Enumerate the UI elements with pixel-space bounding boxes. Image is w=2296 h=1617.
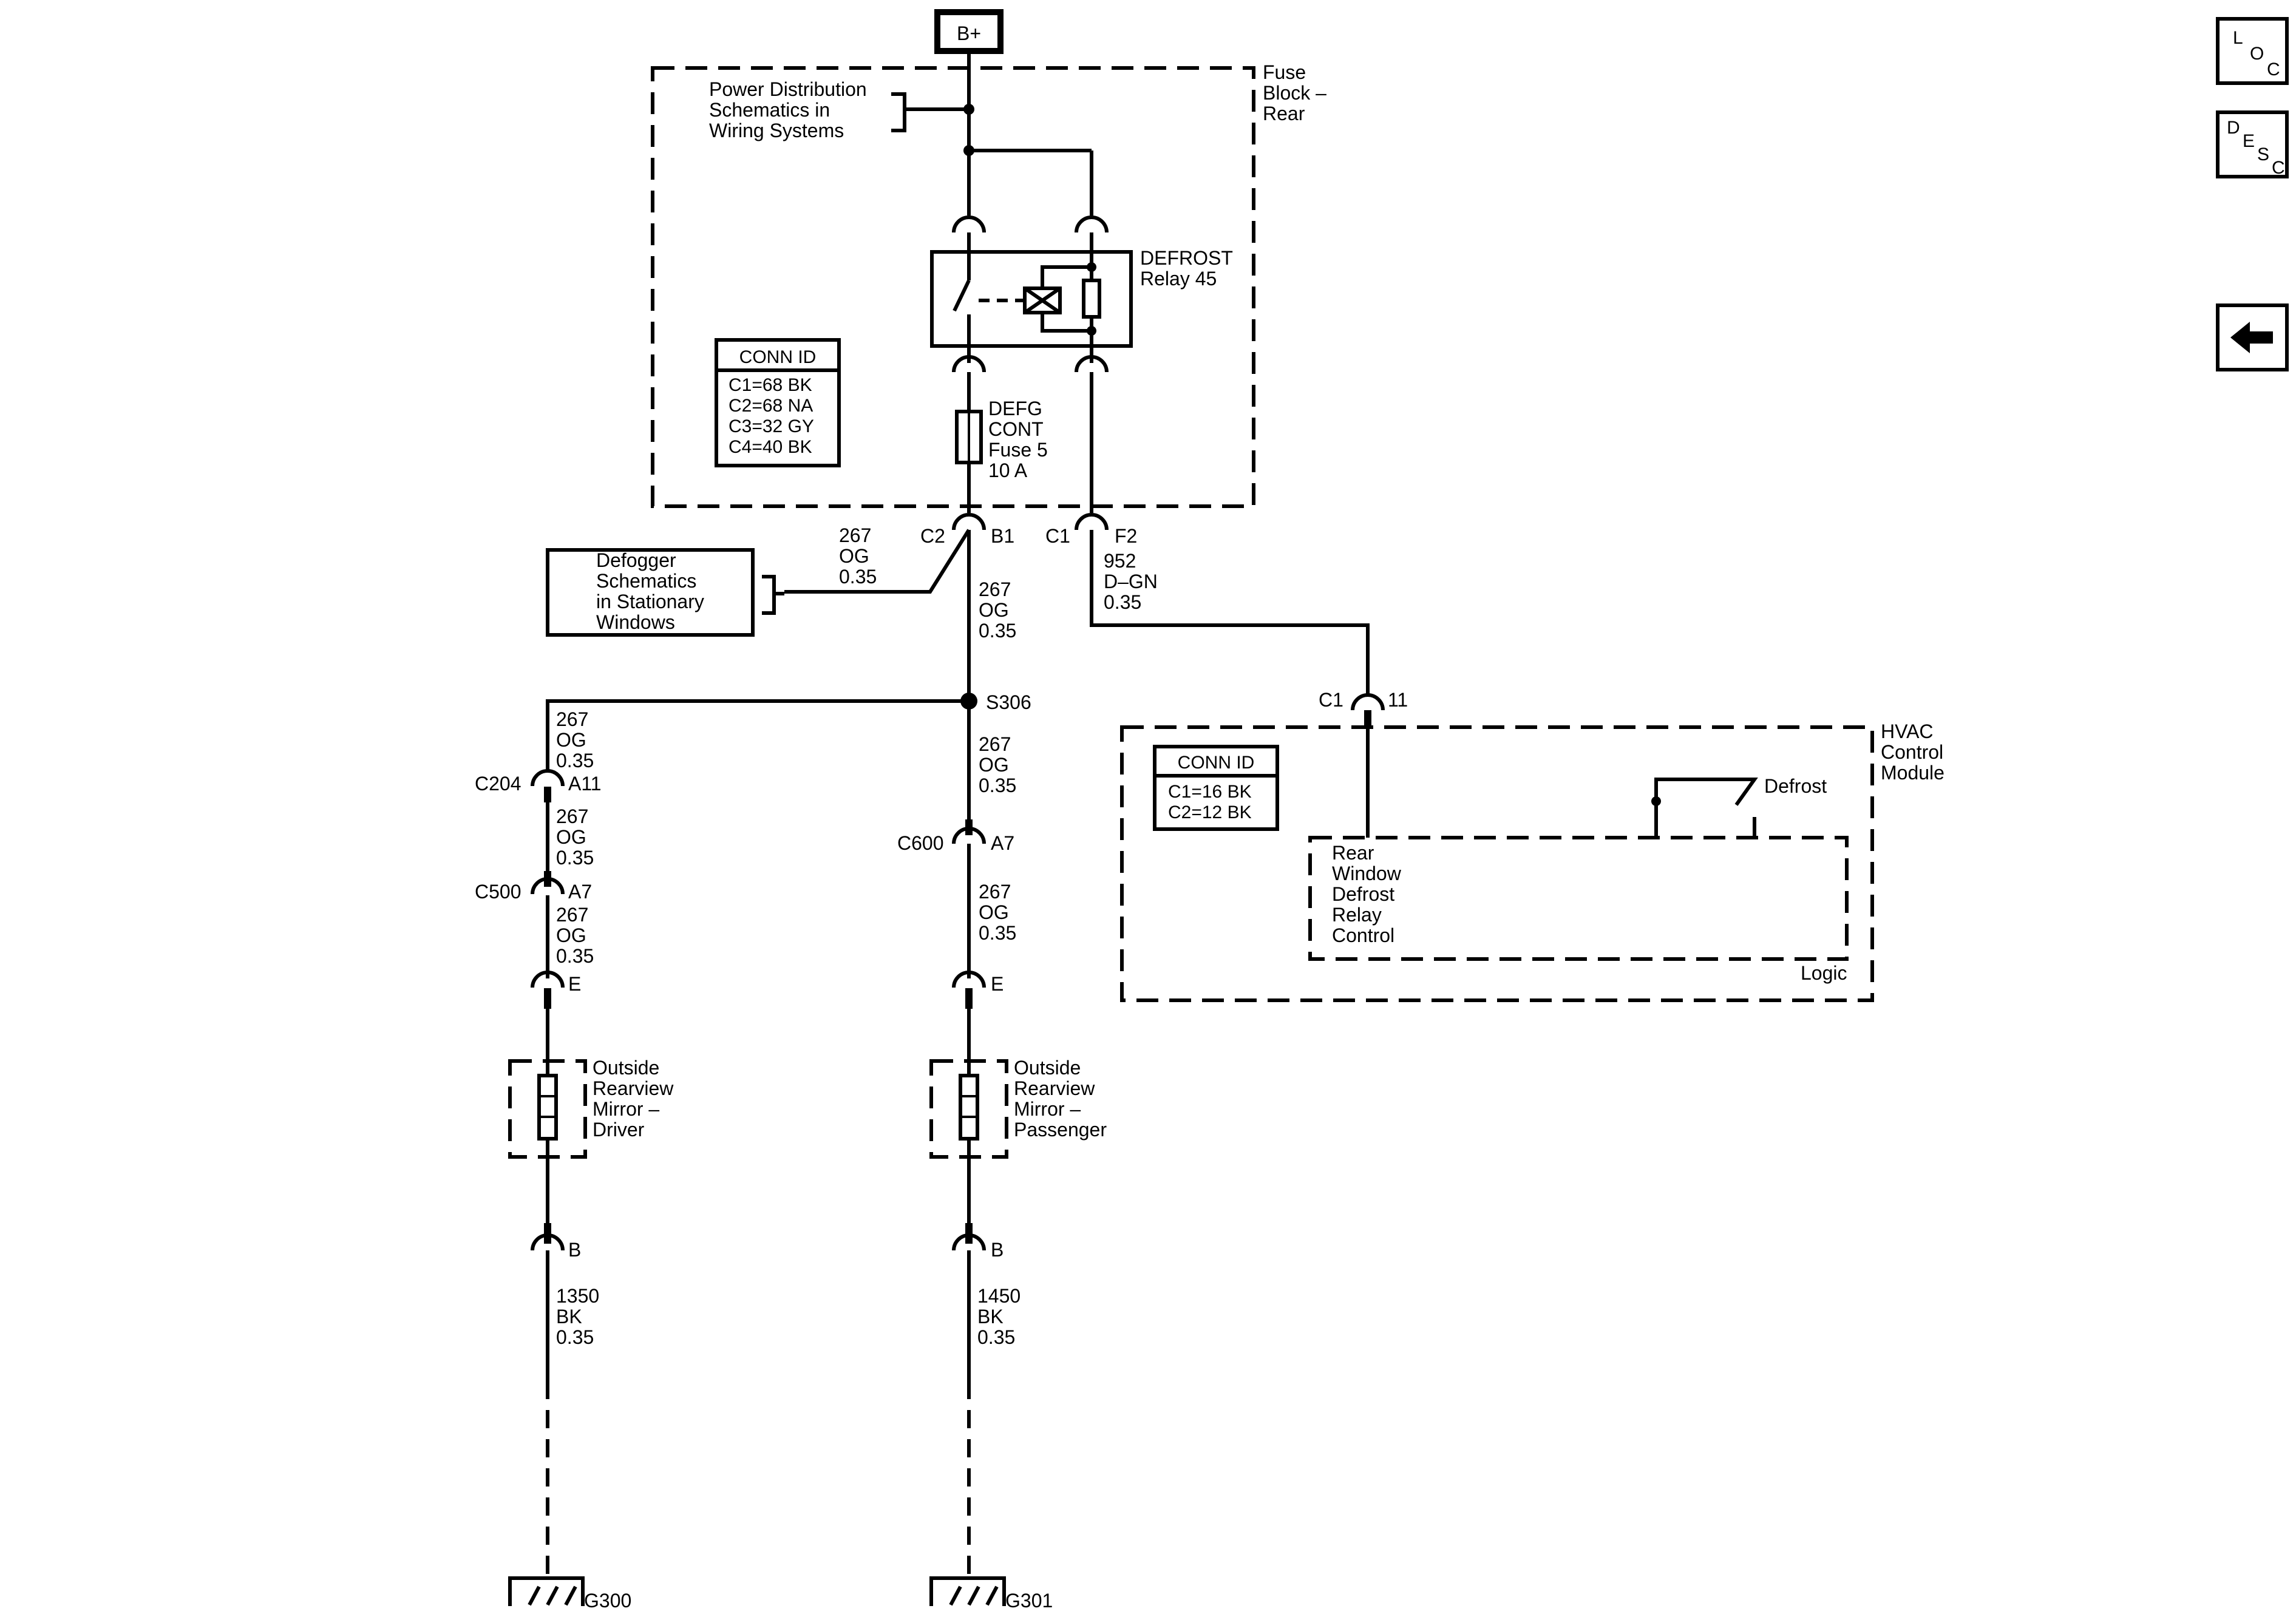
fuse-block-rear: Fuse Block – Rear Power Distribution Sch… [651, 51, 1332, 513]
svg-text:1350 BK 0.35: 1350 BK 0.35 [556, 1285, 605, 1348]
svg-text:267 OG 0.35: 267 OG 0.35 [556, 708, 594, 771]
svg-text:267 OG 0.35: 267 OG 0.35 [839, 524, 877, 588]
power-source: B+ [934, 9, 1004, 54]
driver-mirror-branch: C204 A11 267 OG 0.35 C500 A7 267 OG 0.35… [475, 771, 679, 1612]
svg-text:CONN ID: CONN ID [739, 347, 817, 367]
fuse-label: DEFG CONT Fuse 5 10 A [988, 398, 1053, 481]
hvac-logic-block: Rear Window Defrost Relay Control Logic [1308, 836, 1849, 984]
svg-text:Power Distribution Sch: Power Distribution Schematics in Wiring … [709, 78, 872, 141]
passenger-mirror-branch: 267 OG 0.35 C600 A7 267 OG 0.35 E Outsid… [897, 701, 1107, 1612]
svg-text:B1: B1 [991, 525, 1014, 547]
svg-text:A11: A11 [568, 773, 602, 795]
back-button[interactable] [2216, 303, 2289, 371]
svg-text:C1: C1 [1319, 689, 1343, 711]
svg-text:267 OG 0.35: 267 OG 0.35 [556, 904, 594, 967]
svg-text:C1=16 BK C2=12 BK: C1=16 BK C2=12 BK [1168, 782, 1257, 822]
svg-text:Defrost: Defrost [1764, 775, 1827, 797]
hvac-label: HVAC Control Module [1881, 720, 1949, 784]
svg-text:C600: C600 [897, 832, 944, 854]
svg-text:C2: C2 [920, 525, 945, 547]
svg-text:267 OG 0.35: 267 OG 0.35 [556, 805, 594, 869]
ground-g300-icon [508, 1576, 585, 1606]
svg-text:Defogger Schematics: Defogger Schematics in Stationary Window… [596, 549, 710, 633]
defg-cont-fuse: DEFG CONT Fuse 5 10 A [955, 398, 1053, 481]
svg-text:G301: G301 [1005, 1590, 1053, 1612]
svg-text:B: B [991, 1239, 1004, 1261]
svg-text:E: E [568, 973, 581, 995]
svg-text:952 D–GN 0.35: 952 D–GN 0.35 [1104, 550, 1163, 613]
location-button[interactable]: L O C [2216, 17, 2289, 85]
power-source-label: B+ [957, 22, 981, 44]
svg-text:11: 11 [1388, 689, 1408, 711]
svg-text:Rear Window De: Rear Window Defrost Relay Control [1332, 842, 1407, 946]
svg-text:E: E [991, 973, 1004, 995]
hvac-control-module: C1 11 HVAC Control Module CONN ID C1=16 … [1120, 689, 1949, 1002]
svg-text:A7: A7 [991, 832, 1014, 854]
svg-text:C1: C1 [1045, 525, 1070, 547]
description-button[interactable]: D E S C [2216, 110, 2289, 178]
svg-text:F2: F2 [1115, 525, 1137, 547]
svg-text:C204: C204 [475, 773, 521, 795]
svg-text:Logic: Logic [1801, 962, 1847, 984]
left-arrow-icon [2230, 322, 2273, 353]
svg-text:S306: S306 [986, 691, 1031, 713]
fuse-block-conn-id: CONN ID C1=68 BK C2=68 NA C3=32 GY C4=40… [715, 338, 841, 467]
svg-text:C1=68 BK C2=68 NA: C1=68 BK C2=68 NA C3=32 GY C4=40 BK [729, 375, 819, 457]
svg-text:1450 BK 0.35: 1450 BK 0.35 [977, 1285, 1026, 1348]
passenger-mirror-heater: Outside Rearview Mirror – Passenger [929, 1057, 1107, 1159]
svg-text:A7: A7 [568, 881, 592, 903]
defrost-relay: DEFROST Relay 45 [930, 247, 1238, 348]
defrost-relay-label: DEFROST Relay 45 [1140, 247, 1238, 290]
svg-text:C500: C500 [475, 881, 521, 903]
svg-text:CONN ID: CONN ID [1178, 753, 1255, 773]
passenger-mirror-label: Outside Rearview Mirror – Passenger [1014, 1057, 1107, 1141]
power-distribution-ref[interactable]: Power Distribution Schematics in Wiring … [709, 78, 969, 141]
svg-text:267 OG 0.35: 267 OG 0.35 [979, 881, 1016, 944]
splice-s306: S306 [960, 691, 1031, 713]
hvac-conn-id: CONN ID C1=16 BK C2=12 BK [1153, 745, 1279, 831]
svg-text:G300: G300 [584, 1590, 631, 1612]
svg-text:267 OG 0.35: 267 OG 0.35 [979, 578, 1016, 642]
svg-text:267 OG 0.35: 267 OG 0.35 [979, 733, 1016, 796]
ground-g301-icon [929, 1576, 1006, 1606]
fuse-block-label: Fuse Block – Rear [1263, 61, 1332, 124]
svg-text:B: B [568, 1239, 581, 1261]
defrost-switch-icon [1651, 778, 1758, 838]
driver-mirror-label: Outside Rearview Mirror – Driver [593, 1057, 679, 1141]
driver-mirror-heater: Outside Rearview Mirror – Driver [508, 1057, 679, 1159]
defogger-schematics-ref[interactable]: Defogger Schematics in Stationary Window… [546, 548, 784, 637]
